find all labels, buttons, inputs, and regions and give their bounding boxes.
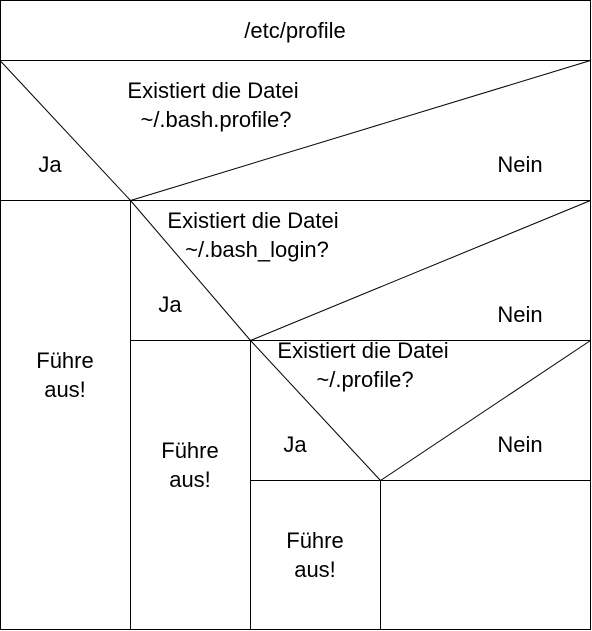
- decision-3-left-diagonal: [250, 340, 381, 481]
- decision-1-yes-action-line-1: Führe: [36, 348, 93, 373]
- decision-3-yes-label: Ja: [283, 432, 307, 457]
- decision-3-no-branch-empty-cell: [381, 481, 591, 630]
- decision-2-question-line-1: Existiert die Datei: [167, 208, 338, 233]
- decision-1-question-line-2: ~/.bash.profile?: [140, 107, 291, 132]
- decision-1-left-diagonal: [0, 60, 131, 201]
- decision-block-3: Existiert die Datei ~/.profile? Ja Nein …: [250, 338, 591, 630]
- decision-2-left-diagonal: [130, 200, 251, 341]
- decision-1-question-line-1: Existiert die Datei: [127, 78, 298, 103]
- decision-3-question-line-1: Existiert die Datei: [277, 338, 448, 363]
- decision-2-yes-action-line-2: aus!: [169, 467, 211, 492]
- decision-3-no-label: Nein: [497, 432, 542, 457]
- decision-2-yes-action-line-1: Führe: [161, 438, 218, 463]
- decision-2-no-label: Nein: [497, 302, 542, 327]
- decision-3-yes-action-line-1: Führe: [286, 528, 343, 553]
- decision-3-yes-action-line-2: aus!: [294, 557, 336, 582]
- decision-3-question-line-2: ~/.profile?: [316, 367, 413, 392]
- decision-block-1: Existiert die Datei ~/.bash.profile? Ja …: [0, 60, 591, 630]
- decision-block-2: Existiert die Datei ~/.bash_login? Ja Ne…: [130, 200, 591, 630]
- decision-1-yes-action-line-2: aus!: [44, 377, 86, 402]
- decision-2-yes-label: Ja: [158, 292, 182, 317]
- decision-3-right-diagonal: [380, 340, 591, 481]
- structogram-title: /etc/profile: [244, 18, 346, 43]
- decision-2-right-diagonal: [250, 200, 591, 341]
- decision-2-question-line-2: ~/.bash_login?: [185, 237, 329, 262]
- decision-1-no-label: Nein: [497, 152, 542, 177]
- decision-1-right-diagonal: [130, 60, 591, 201]
- decision-1-yes-label: Ja: [38, 152, 62, 177]
